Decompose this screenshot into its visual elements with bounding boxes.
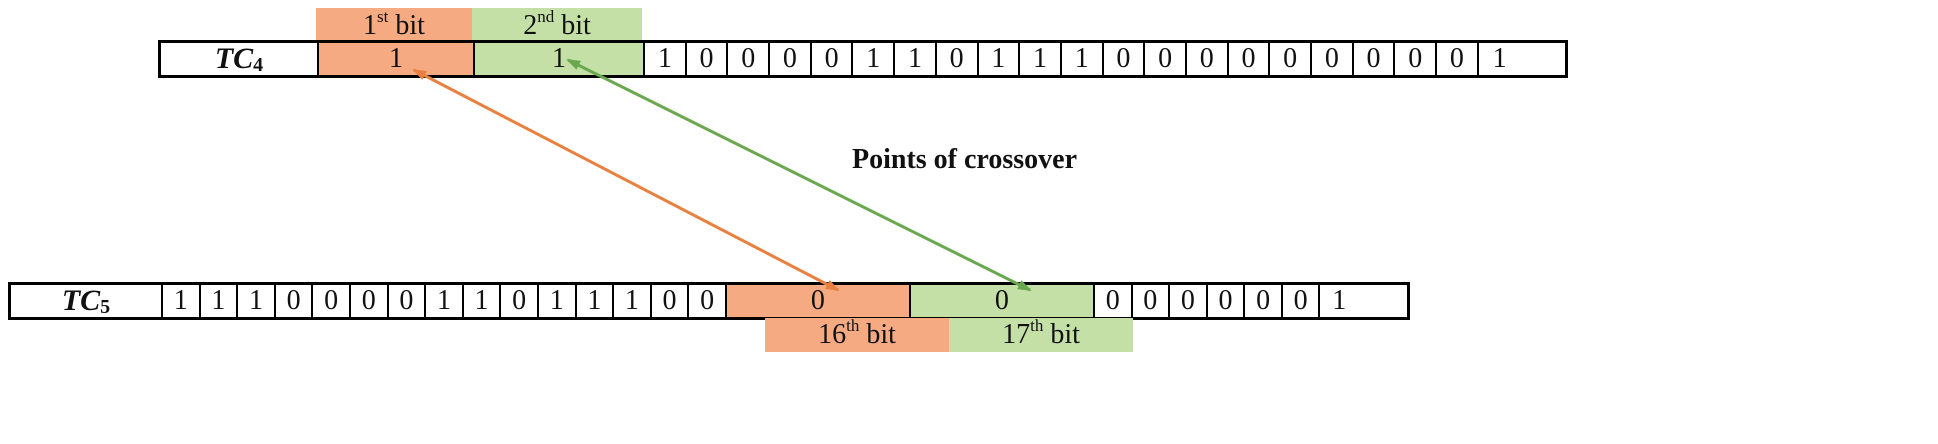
tc4-bit-cell: 0: [1104, 43, 1146, 75]
tc4-bit-cell: 1: [1020, 43, 1062, 75]
tc5-bit-cell: 1: [614, 285, 652, 317]
tc5-bit-cell: 0: [351, 285, 389, 317]
tc5-bit-cell: 0: [689, 285, 727, 317]
tc4-bit-cell: 0: [1395, 43, 1438, 75]
tc5-bit-cell: 1: [426, 285, 464, 317]
orange-crossover-arrow: [412, 68, 840, 292]
tc4-bit-cell: 0: [1437, 43, 1479, 75]
tc4-bit-cell: 0: [1229, 43, 1271, 75]
tc5-bit-cell: 0: [276, 285, 314, 317]
tc4-bit-cell: 0: [1312, 43, 1354, 75]
tc5-bit-cell: 0: [1133, 285, 1171, 317]
tc5-bit-cell: 0: [652, 285, 690, 317]
tc5-bit-cell: 1: [238, 285, 276, 317]
tc5-bit-cell: 1: [163, 285, 201, 317]
tc5-bit-cell: 0: [1208, 285, 1246, 317]
tc5-bit-cell: 1: [1332, 285, 1347, 316]
tc4-bit-cell: 1: [1062, 43, 1104, 75]
tc5-bit-cell: 0: [1095, 285, 1133, 317]
tc4-bit-cell: 1: [1492, 43, 1507, 74]
tc5-bit-cell: 0: [1170, 285, 1208, 317]
tc5-bit-cell: 1: [201, 285, 239, 317]
tc5-bit-cell: 0: [389, 285, 427, 317]
tc4-bit-cell: 0: [1145, 43, 1187, 75]
tc4-bit-cell: 0: [1187, 43, 1229, 75]
tc5-bit-cell: 0: [1245, 285, 1283, 317]
tc4-bit-cell: 0: [1354, 43, 1396, 75]
tc5-bit-cell: 1: [577, 285, 615, 317]
tc5-bit-cell: 1: [539, 285, 577, 317]
tc5-bit-cell: 0: [1283, 285, 1321, 317]
tc5-bit-cell: 0: [501, 285, 539, 317]
tc4-bit-cell: 0: [1270, 43, 1312, 75]
tc5-bit-cell: 0: [313, 285, 351, 317]
tc5-bit-cell: 1: [464, 285, 502, 317]
green-crossover-arrow: [566, 58, 1032, 292]
